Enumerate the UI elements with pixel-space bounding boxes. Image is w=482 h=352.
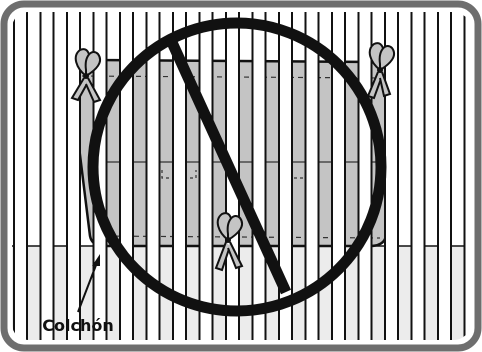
crib-slat: [200, 8, 213, 348]
crib-slat: [41, 8, 54, 348]
crib-slat: [120, 8, 133, 348]
crib-slat: [412, 8, 425, 348]
crib-slat: [359, 8, 372, 348]
mattress-label: Colchón: [42, 316, 113, 335]
crib-slat: [253, 8, 266, 348]
crib-slat: [14, 8, 27, 348]
crib-slat: [438, 8, 451, 348]
